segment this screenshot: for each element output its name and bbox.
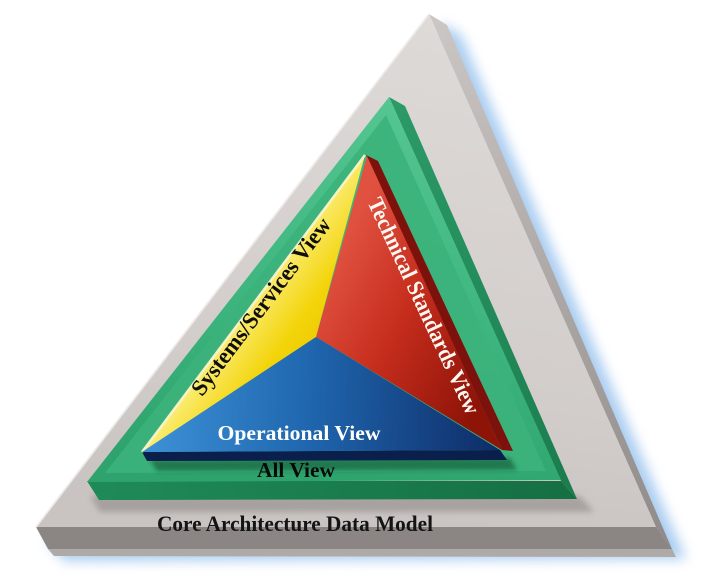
technical-standards-right-bevel [366, 155, 513, 451]
all-view-shadow-on-cadm [90, 496, 594, 512]
cadm-slab-bottom-lower-strip [48, 549, 676, 557]
pyramid-shadow-on-all-view [150, 458, 517, 471]
all-view-label: All View [257, 458, 336, 482]
systems-services-edge-highlight [141, 154, 366, 453]
operational-view-bottom-bevel [142, 450, 507, 461]
cadm-left-edge-highlight [35, 13, 430, 528]
cadm-slab-bottom-bevel [36, 527, 672, 549]
operational-view-label: Operational View [218, 421, 382, 445]
all-view-slab-bottom-bevel [87, 481, 577, 500]
cadm-slab-right-side [429, 14, 672, 549]
all-view-slab-right-side [389, 97, 577, 499]
operational-view-face [142, 337, 500, 452]
cadm-label: Core Architecture Data Model [157, 511, 433, 536]
technical-standards-face [316, 156, 502, 450]
